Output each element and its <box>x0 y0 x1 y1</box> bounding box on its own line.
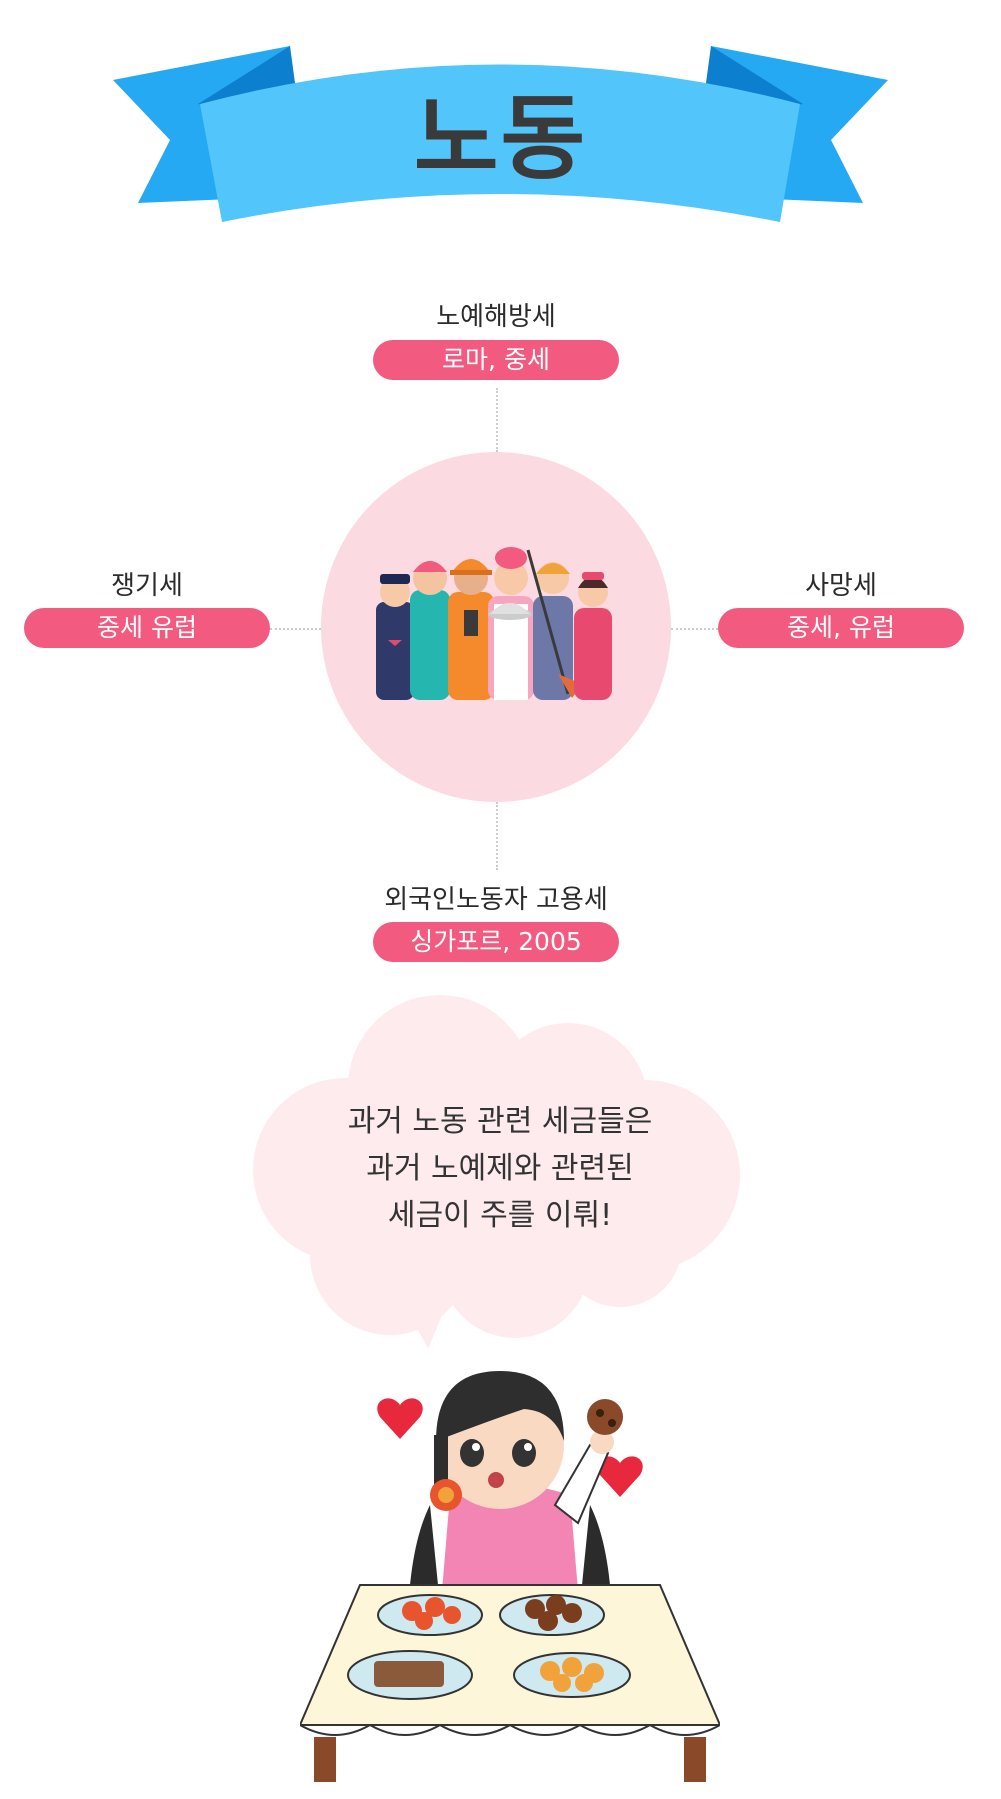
node-bottom-tag: 싱가포르, 2005 <box>373 922 619 962</box>
node-top-tag: 로마, 중세 <box>373 340 619 380</box>
node-right-title: 사망세 <box>805 571 877 601</box>
ribbon-banner <box>113 46 888 222</box>
node-bottom-title: 외국인노동자 고용세 <box>384 885 608 915</box>
connector-top <box>496 388 498 452</box>
node-left-title: 쟁기세 <box>111 571 183 601</box>
heart-icon <box>597 1456 643 1497</box>
speech-line-2: 과거 노예제와 관련된 <box>366 1151 634 1186</box>
speech-cloud <box>253 995 740 1349</box>
speech-line-1: 과거 노동 관련 세금들은 <box>347 1104 653 1139</box>
girl-eating-cookies-illustration <box>300 1371 720 1782</box>
node-top-title: 노예해방세 <box>436 302 556 332</box>
connector-left <box>270 628 321 630</box>
workers-illustration <box>376 547 612 700</box>
node-left-tag: 중세 유럽 <box>24 608 270 648</box>
speech-line-3: 세금이 주를 이뤄! <box>387 1198 613 1233</box>
node-right-tag: 중세, 유럽 <box>718 608 964 648</box>
connector-right <box>671 628 722 630</box>
heart-icon <box>377 1398 423 1439</box>
speech-text: 과거 노동 관련 세금들은 과거 노예제와 관련된 세금이 주를 이뤄! <box>230 1098 770 1239</box>
connector-bottom <box>496 802 498 870</box>
banner-title: 노동 <box>413 85 588 192</box>
